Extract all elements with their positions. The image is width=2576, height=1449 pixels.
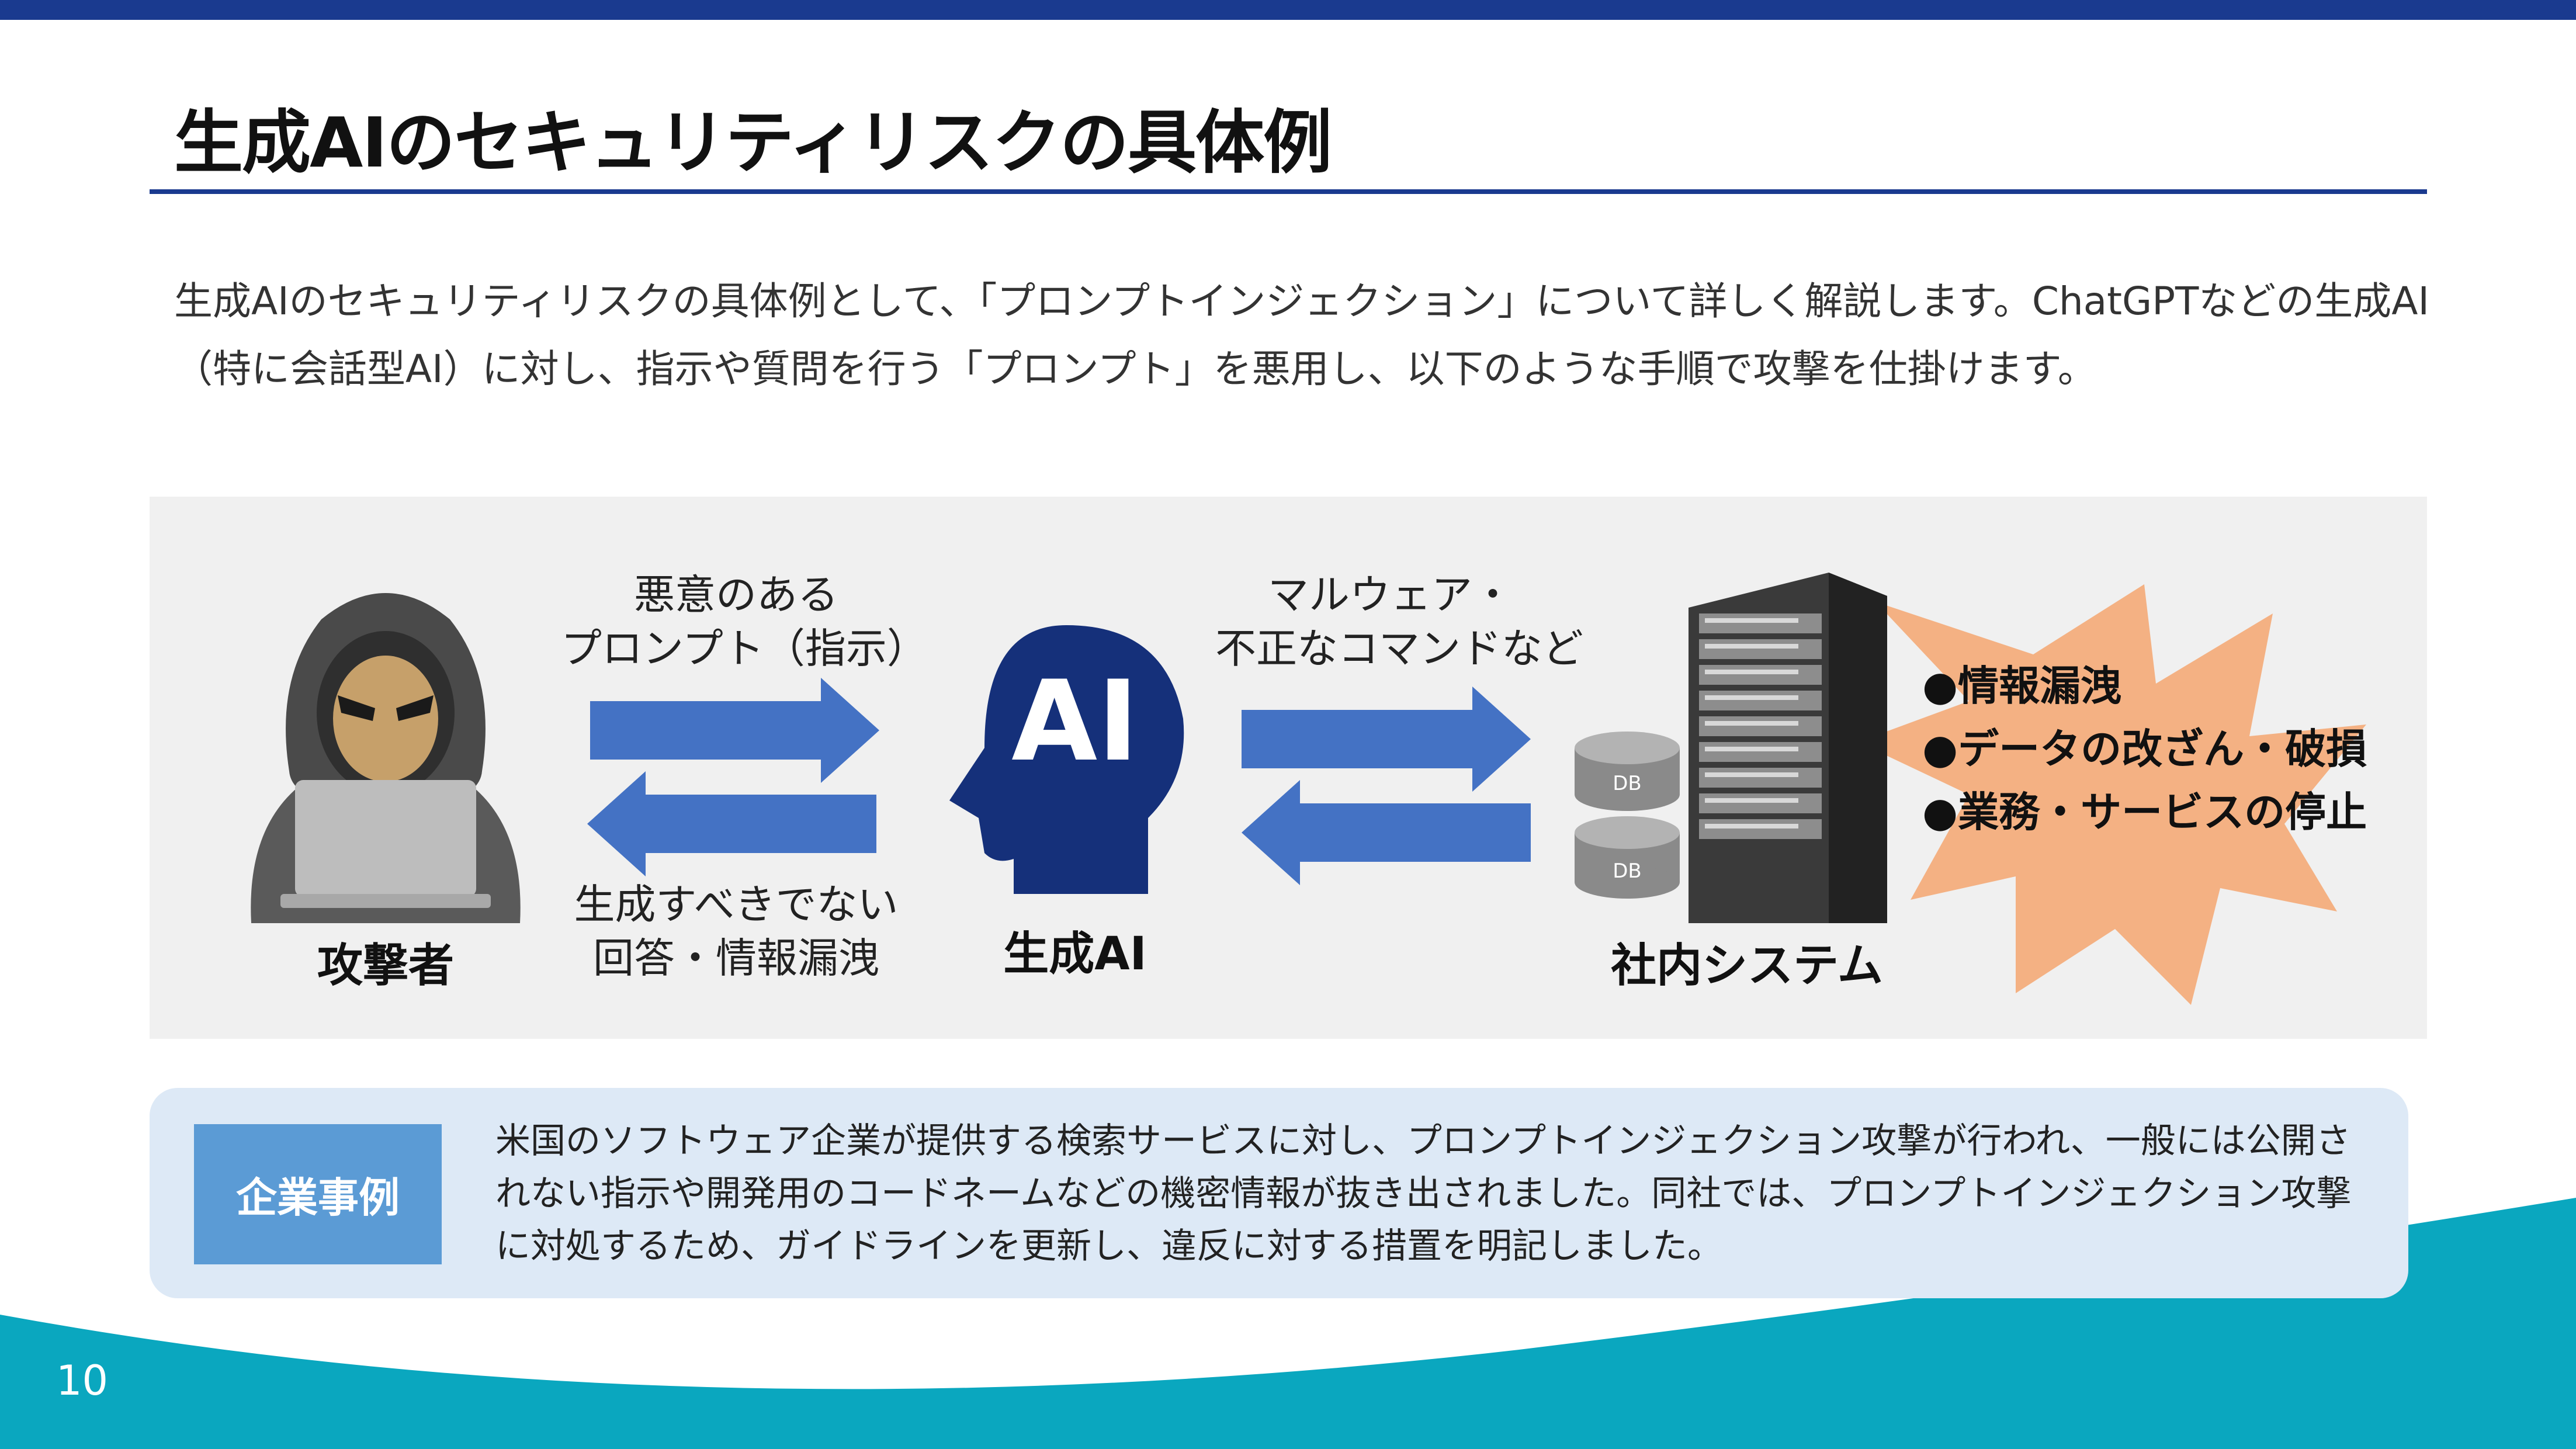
ai-head-icon: AI bbox=[949, 625, 1184, 894]
case-study-badge: 企業事例 bbox=[194, 1124, 442, 1264]
arrow-top-right-caption-line1: マルウェア・ bbox=[1268, 571, 1513, 619]
right-arrow-icon bbox=[1242, 687, 1531, 792]
attacker-label: 攻撃者 bbox=[317, 940, 454, 992]
database-icon: DB bbox=[1575, 816, 1680, 899]
database-icon: DB bbox=[1575, 732, 1680, 811]
case-study-box: 企業事例 米国のソフトウェア企業が提供する検索サービスに対し、プロンプトインジェ… bbox=[150, 1088, 2408, 1298]
right-arrow-icon bbox=[590, 678, 879, 783]
case-study-text: 米国のソフトウェア企業が提供する検索サービスに対し、プロンプトインジェクション攻… bbox=[495, 1121, 2352, 1267]
impact-item: ●情報漏洩 bbox=[1922, 662, 2122, 710]
internal-system-label: 社内システム bbox=[1611, 940, 1883, 992]
left-arrow-icon bbox=[1242, 780, 1531, 885]
arrow-top-left-caption-line1: 悪意のある bbox=[634, 571, 838, 619]
arrow-bottom-left-caption-line1: 生成すべきでない bbox=[574, 881, 899, 928]
intro-paragraph: 生成AIのセキュリティリスクの具体例として、「プロンプトインジェクション」につい… bbox=[174, 279, 2429, 391]
impact-list: ●情報漏洩 ●データの改ざん・破損 ●業務・サービスの停止 bbox=[1922, 654, 2367, 844]
page-number: 10 bbox=[56, 1357, 109, 1405]
left-arrow-icon bbox=[587, 771, 876, 876]
hacker-icon bbox=[251, 593, 521, 923]
bottom-wave bbox=[0, 1198, 2576, 1449]
arrow-top-left-caption-line2: プロンプト（指示） bbox=[561, 625, 928, 672]
arrow-bottom-left-caption-line2: 回答・情報漏洩 bbox=[593, 934, 879, 982]
arrow-top-right-caption-line2: 不正なコマンドなど bbox=[1215, 625, 1583, 672]
impact-item: ●データの改ざん・破損 bbox=[1922, 725, 2367, 773]
burst-icon bbox=[1858, 584, 2366, 1005]
title-underline bbox=[150, 189, 2427, 194]
top-accent-bar bbox=[0, 0, 2576, 20]
slide-title: 生成AIのセキュリティリスクの具体例 bbox=[174, 102, 1332, 183]
server-rack-icon bbox=[1689, 573, 1887, 923]
ai-icon-text: AI bbox=[1011, 657, 1139, 786]
generative-ai-label: 生成AI bbox=[1003, 928, 1147, 980]
database-label: DB bbox=[1613, 859, 1642, 883]
database-label: DB bbox=[1613, 772, 1642, 795]
impact-item: ●業務・サービスの停止 bbox=[1922, 788, 2367, 836]
